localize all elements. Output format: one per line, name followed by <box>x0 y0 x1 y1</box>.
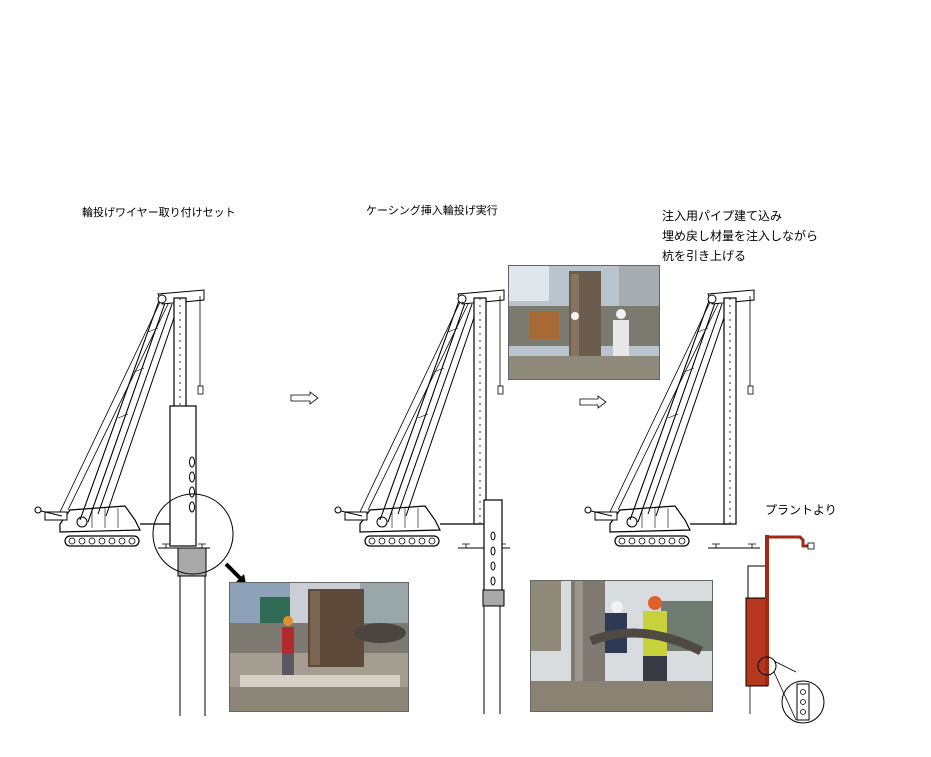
step3-caption-line-3: 杭を引き上げる <box>662 249 747 263</box>
casing-step1 <box>169 405 207 716</box>
detail-circle-step1 <box>152 493 234 575</box>
site-photo-lifting <box>508 265 660 380</box>
casing-step2 <box>482 499 505 714</box>
plant-label: プラントより <box>765 503 837 517</box>
arrow-right-icon-1 <box>290 391 319 405</box>
step3-caption-line-1: 注入用パイプ建て込み <box>662 209 783 223</box>
site-photo-casing <box>229 582 409 712</box>
step3-caption-line-2: 埋め戻し材量を注入しながら <box>662 229 819 243</box>
step3-caption: 注入用パイプ建て込み 埋め戻し材量を注入しながら 杭を引き上げる <box>662 206 818 266</box>
step1-caption: 輪投げワイヤー取り付けセット <box>82 206 236 219</box>
arrow-right-icon-2 <box>579 395 607 409</box>
site-photo-grouting <box>530 580 713 712</box>
grout-pipe-step3 <box>745 535 815 714</box>
detail-step3 <box>757 656 825 724</box>
step2-caption: ケーシング挿入輪投げ実行 <box>366 204 498 217</box>
arrow-to-photo-icon <box>224 562 246 584</box>
